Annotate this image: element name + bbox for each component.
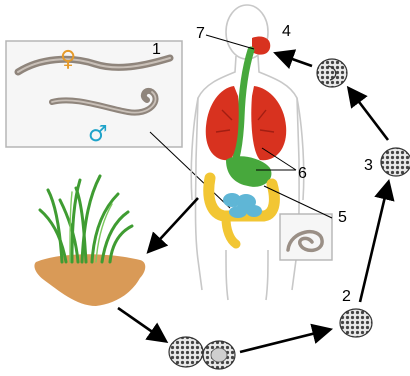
arrow-body-to-soil: [150, 198, 198, 250]
arrow-3-to-4: [350, 90, 388, 140]
larva-panel: [280, 214, 332, 260]
egg-stage-2: [340, 309, 372, 337]
egg-stage-4: [317, 59, 347, 87]
arrow-4-to-mouth: [278, 54, 312, 66]
egg-stage-3: [381, 148, 410, 176]
label-2: 2: [342, 288, 351, 305]
label-1: 1: [152, 41, 161, 58]
arrow-2-to-3: [360, 184, 388, 302]
label-3: 3: [364, 157, 373, 174]
lungs: [206, 86, 286, 160]
pharynx: [252, 36, 270, 54]
label-6: 6: [298, 165, 307, 182]
female-symbol: ♀: [60, 47, 76, 72]
label-5: 5: [338, 209, 347, 226]
egg-pair-soil: [169, 337, 235, 369]
stomach: [226, 156, 271, 187]
male-symbol: ♂: [88, 122, 108, 147]
label-4: 4: [282, 23, 291, 40]
label-7: 7: [196, 25, 205, 42]
arrow-eggs-to-stage-2: [240, 330, 328, 352]
arrow-soil-to-eggs: [118, 308, 164, 340]
grass-and-soil: [34, 176, 145, 306]
